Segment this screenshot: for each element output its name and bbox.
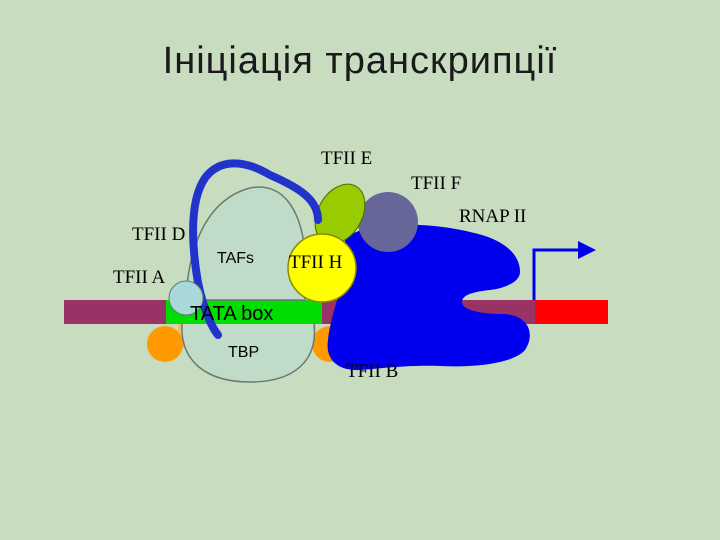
start-region: [535, 300, 608, 324]
label-tfii-b: TFII B: [346, 361, 398, 382]
slide-title: Ініціація транскрипції: [162, 40, 558, 82]
label-tfii-d: TFII D: [132, 224, 185, 245]
label-tfii-h: TFII H: [289, 252, 343, 273]
transcription-start-arrow: [532, 248, 578, 300]
tfii-f-shape: [358, 192, 418, 252]
label-tafs: TAFs: [217, 250, 254, 267]
rnap-ii-shape: [327, 224, 530, 371]
tfii-h-shape: [287, 233, 357, 303]
tfii-d-body: [185, 186, 306, 301]
label-rnap-ii: RNAP II: [459, 206, 526, 227]
label-tfii-a: TFII A: [113, 267, 166, 288]
label-tfii-e: TFII E: [321, 148, 372, 169]
label-tbp: TBP: [228, 344, 259, 361]
tfii-d-lower-body: [181, 323, 316, 383]
arrow-head: [578, 241, 596, 259]
label-tata-box: TATA box: [190, 303, 273, 325]
tfii-a-shape: [168, 280, 204, 316]
label-tfii-f: TFII F: [411, 173, 461, 194]
tbp-left-foot: [147, 326, 183, 362]
